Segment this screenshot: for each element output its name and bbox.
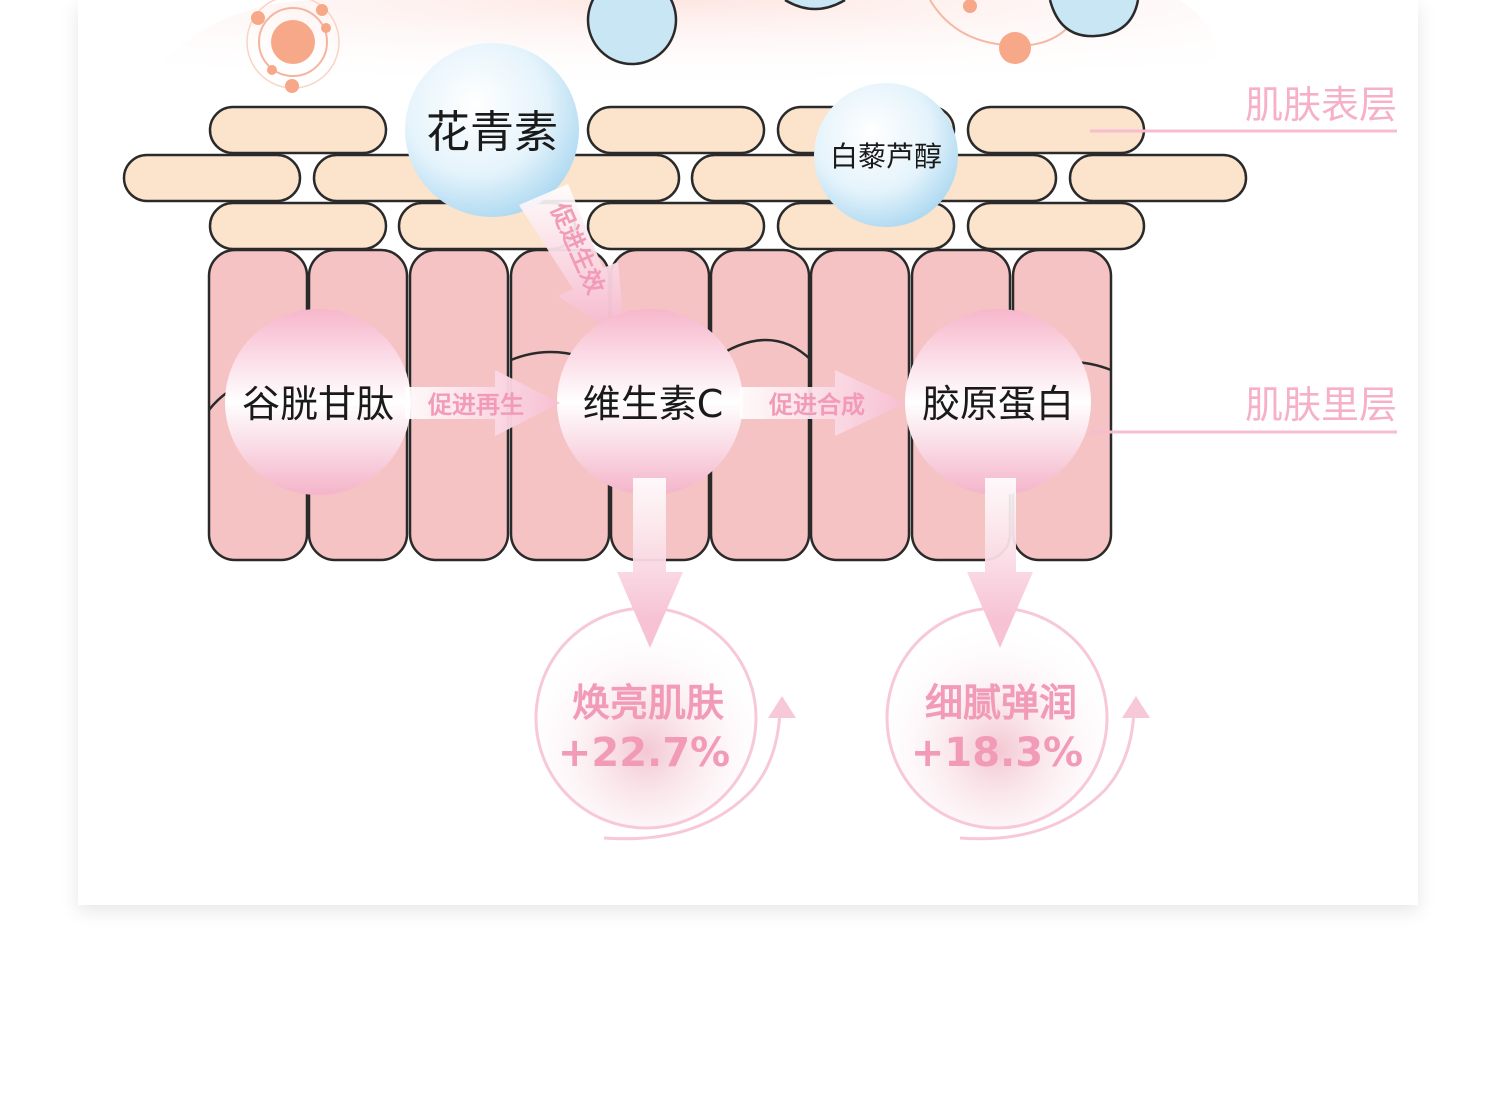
result-label: 焕亮肌肤 [572,681,724,725]
collagen-label: 胶原蛋白 [922,382,1074,426]
result-brightening [534,606,796,841]
molecule-icon [246,0,340,93]
vitamin-c-ball [557,309,743,495]
surface-layer-label: 肌肤表层 [1245,83,1397,127]
promote-regeneration-label: 促进再生 [427,391,524,419]
vitamin-c-label: 维生素C [583,382,724,426]
promote-synthesis-arrow [740,370,905,436]
anthocyanin-ball [405,43,579,217]
collagen-ball [905,309,1091,495]
surface-layer-cells [122,105,1248,251]
result-elasticity [885,606,1150,841]
resveratrol-ball [814,83,958,227]
down-arrow-elasticity [967,478,1033,648]
anthocyanin-label: 花青素 [426,107,558,158]
bubble-icon [1048,0,1140,38]
result-value: +22.7% [558,730,730,776]
bubble-icon [784,0,846,11]
promote-regeneration-arrow [405,370,560,436]
result-label: 细腻弹润 [925,681,1077,725]
result-value: +18.3% [911,730,1083,776]
resveratrol-label: 白藜芦醇 [830,140,942,173]
down-arrow-brightening [617,478,683,648]
promote-effect-arrow [519,184,625,340]
glutathione-ball [225,309,411,495]
glutathione-label: 谷胱甘肽 [242,382,394,426]
bubble-icon [586,0,678,66]
top-glow [130,0,1216,100]
promote-synthesis-label: 促进合成 [768,391,865,419]
inner-layer-label: 肌肤里层 [1245,383,1397,427]
